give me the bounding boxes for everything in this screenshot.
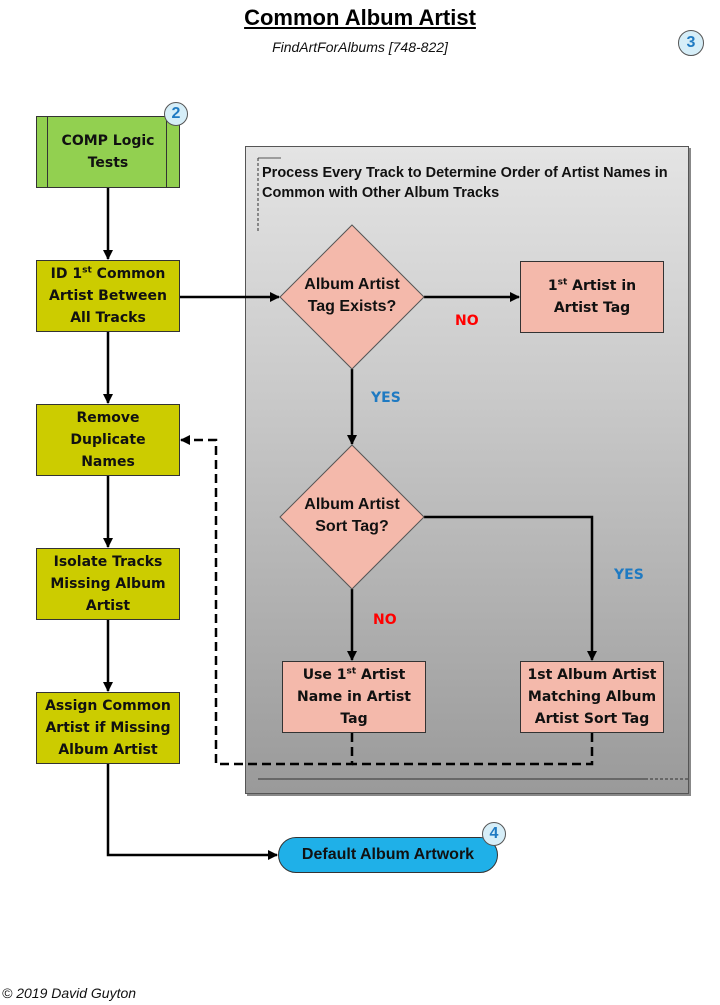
decision2-shape (279, 444, 425, 590)
comp-logic-badge: 2 (164, 102, 188, 126)
arrow-decision2-yes (424, 515, 597, 661)
panel-title: Process Every Track to Determine Order o… (262, 165, 668, 201)
dashed-return-path (352, 733, 594, 766)
terminal-page-badge: 4 (482, 822, 506, 846)
default-album-artwork-label: Default Album Artwork (301, 846, 475, 863)
panel-bracket (257, 157, 688, 780)
remove-duplicates-label: Remove Duplicate Names (70, 410, 146, 470)
comp-logic-label: COMP Logic Tests (61, 133, 155, 171)
decision2-no-label: NO (373, 612, 397, 628)
assign-common-box[interactable]: Assign Common Artist if Missing Album Ar… (36, 692, 180, 764)
decision1-yes-label: YES (371, 390, 401, 406)
comp-logic-tests-box[interactable]: COMP Logic Tests (36, 116, 180, 188)
isolate-tracks-label: Isolate Tracks Missing Album Artist (50, 554, 166, 614)
first-artist-in-tag-label: 1st Artist in Artist Tag (542, 275, 642, 319)
page-subtitle: FindArtForAlbums [748-822] (272, 39, 448, 55)
use-first-artist-label: Use 1st Artist Name in Artist Tag (294, 664, 414, 730)
id-common-sup: st (82, 265, 92, 276)
page-number-badge: 3 (678, 30, 704, 56)
decision1-shape (279, 224, 425, 370)
decision2-line2: Sort Tag? (315, 518, 389, 535)
album-artist-match-box[interactable]: 1st Album Artist Matching Album Artist S… (520, 661, 664, 733)
remove-duplicates-box[interactable]: Remove Duplicate Names (36, 404, 180, 476)
first-artist-pre: 1 (547, 278, 558, 294)
decision1-no-label: NO (455, 313, 479, 329)
dashed-return-path-2 (180, 435, 354, 766)
decision1-line1: Album Artist (304, 276, 400, 293)
decision2-album-artist-sort-tag[interactable]: Album Artist Sort Tag? (280, 494, 424, 538)
decision2-yes-label: YES (614, 567, 644, 583)
assign-common-label: Assign Common Artist if Missing Album Ar… (45, 698, 171, 758)
decision1-album-artist-tag[interactable]: Album Artist Tag Exists? (280, 274, 424, 318)
use-first-artist-sup: st (346, 666, 357, 677)
default-album-artwork-terminal[interactable]: Default Album Artwork (278, 837, 498, 873)
isolate-tracks-box[interactable]: Isolate Tracks Missing Album Artist (36, 548, 180, 620)
page-title: Common Album Artist (244, 5, 476, 30)
id-common-artist-label: ID 1st Common Artist Between All Tracks (43, 263, 173, 329)
copyright: © 2019 David Guyton (2, 985, 137, 1001)
decision1-line2: Tag Exists? (307, 298, 397, 315)
id-common-pre: ID 1 (50, 266, 83, 282)
first-artist-in-tag-box[interactable]: 1st Artist in Artist Tag (520, 261, 664, 333)
id-common-artist-box[interactable]: ID 1st Common Artist Between All Tracks (36, 260, 180, 332)
use-first-artist-pre: Use 1 (302, 667, 347, 683)
decision2-line1: Album Artist (304, 496, 400, 513)
id-common-post: Common Artist Between All Tracks (49, 266, 167, 326)
use-first-artist-box[interactable]: Use 1st Artist Name in Artist Tag (282, 661, 426, 733)
use-first-artist-post: Artist Name in Artist Tag (296, 667, 412, 727)
arrow-assign-to-terminal (106, 764, 278, 860)
subprocess-line-right (166, 117, 167, 187)
first-artist-post: Artist in Artist Tag (553, 278, 637, 316)
album-artist-match-label: 1st Album Artist Matching Album Artist S… (527, 667, 657, 727)
subprocess-line-left (47, 117, 48, 187)
first-artist-sup: st (557, 277, 568, 288)
